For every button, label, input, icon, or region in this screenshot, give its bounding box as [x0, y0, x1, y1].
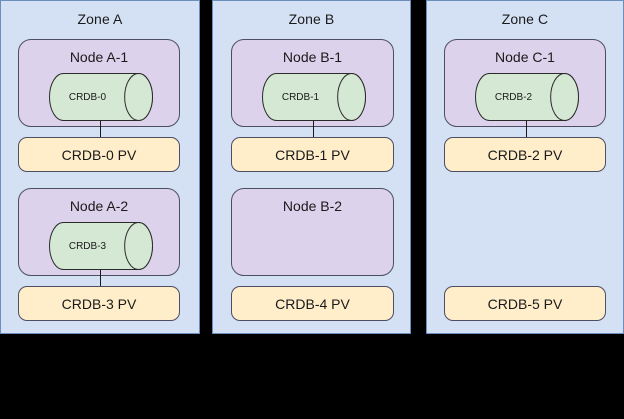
zone-title: Zone A [77, 11, 123, 27]
crdb-cylinder[interactable]: CRDB-1 [262, 73, 367, 121]
persistent-volume-label: CRDB-3 PV [61, 295, 137, 312]
node-title: Node C-1 [495, 49, 555, 65]
cylinder-shape [475, 73, 580, 121]
node-title: Node A-2 [69, 198, 129, 214]
node-title: Node B-2 [282, 198, 343, 214]
persistent-volume-box[interactable]: CRDB-2 PV [444, 137, 606, 172]
persistent-volume-label: CRDB-0 PV [61, 146, 137, 163]
node-title: Node A-1 [69, 49, 129, 65]
crdb-cylinder[interactable]: CRDB-2 [475, 73, 580, 121]
node-to-pv-connector [313, 121, 314, 138]
zone-title: Zone B [288, 11, 335, 27]
zone-title: Zone C [501, 11, 549, 27]
persistent-volume-label: CRDB-5 PV [487, 295, 563, 312]
persistent-volume-box[interactable]: CRDB-1 PV [231, 137, 394, 172]
crdb-cylinder[interactable]: CRDB-3 [49, 222, 154, 270]
persistent-volume-box[interactable]: CRDB-0 PV [18, 137, 180, 172]
persistent-volume-box[interactable]: CRDB-3 PV [18, 286, 180, 321]
persistent-volume-box[interactable]: CRDB-5 PV [444, 286, 606, 321]
cylinder-shape [49, 73, 154, 121]
crdb-cylinder[interactable]: CRDB-0 [49, 73, 154, 121]
node-to-pv-connector [100, 270, 101, 287]
node-to-pv-connector [100, 121, 101, 138]
node-title: Node B-1 [282, 49, 343, 65]
node-to-pv-connector [526, 121, 527, 138]
cylinder-shape [49, 222, 154, 270]
persistent-volume-label: CRDB-4 PV [275, 295, 350, 312]
persistent-volume-box[interactable]: CRDB-4 PV [231, 286, 394, 321]
cylinder-shape [262, 73, 367, 121]
persistent-volume-label: CRDB-1 PV [275, 146, 350, 163]
persistent-volume-label: CRDB-2 PV [487, 146, 563, 163]
node-box[interactable]: Node B-2 [231, 188, 394, 276]
